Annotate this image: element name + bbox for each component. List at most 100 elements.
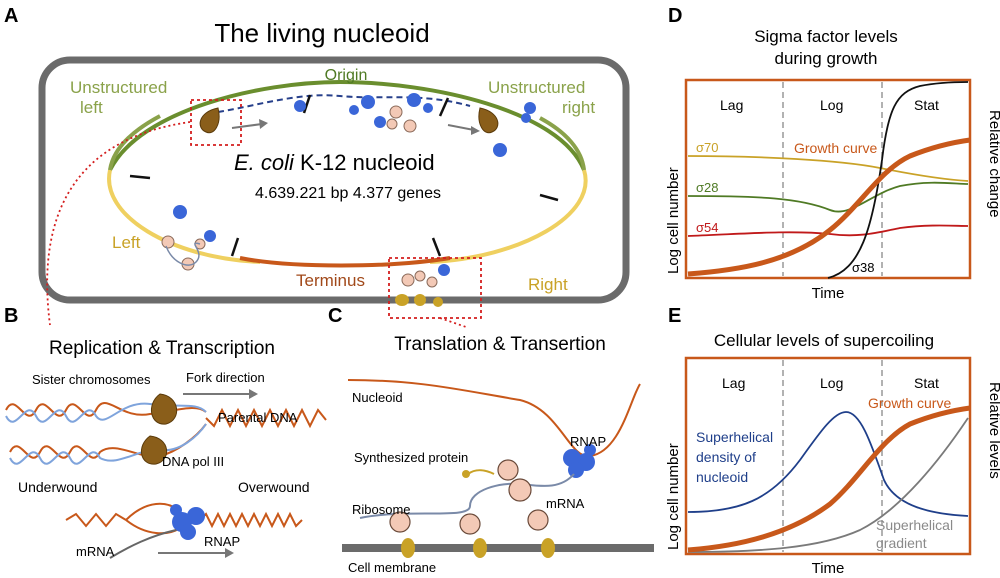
growth-curve-e bbox=[687, 405, 971, 553]
label-gradient-1: Superhelical bbox=[876, 517, 953, 533]
dna-pol-right bbox=[478, 107, 499, 134]
dna-pol-b-bottom bbox=[141, 435, 167, 465]
label-origin: Origin bbox=[325, 67, 368, 84]
dna-pol-left bbox=[199, 107, 220, 134]
label-s28: σ28 bbox=[696, 180, 718, 195]
label-membrane: Cell membrane bbox=[348, 560, 436, 575]
xlabel-d: Time bbox=[812, 285, 845, 302]
panel-e-title: Cellular levels of supercoiling bbox=[714, 331, 934, 350]
label-stat-e: Stat bbox=[914, 375, 939, 391]
label-log-d: Log bbox=[820, 97, 843, 113]
label-density-2: density of bbox=[696, 449, 756, 465]
density-curve bbox=[687, 411, 969, 517]
label-density-3: nucleoid bbox=[696, 469, 748, 485]
fork-arrow-left bbox=[231, 123, 263, 129]
ylabel-e: Log cell number bbox=[665, 443, 682, 550]
label-growth-e: Growth curve bbox=[868, 395, 951, 411]
panel-letter-d: D bbox=[668, 5, 682, 27]
label-right: Right bbox=[528, 275, 568, 294]
panel-d-title-2: during growth bbox=[774, 49, 877, 68]
panel-letter-a: A bbox=[4, 5, 18, 27]
label-gradient-2: gradient bbox=[876, 535, 927, 551]
label-unstructured-right-1: Unstructured bbox=[488, 78, 585, 97]
gradient-curve bbox=[687, 417, 969, 553]
nucleoid-name-italic: E. coli bbox=[234, 150, 295, 175]
xlabel-e: Time bbox=[812, 560, 845, 577]
sigma28-curve bbox=[687, 181, 969, 213]
label-terminus: Terminus bbox=[296, 271, 365, 290]
label-genome-stats: 4.639.221 bp 4.377 genes bbox=[255, 185, 441, 202]
label-nucleoid-name: E. coli K-12 nucleoid bbox=[234, 150, 435, 175]
label-left: Left bbox=[112, 233, 141, 252]
rnap-blobs-a bbox=[173, 93, 536, 276]
chromosome-left-olive bbox=[108, 114, 161, 171]
mrna-b bbox=[109, 529, 177, 559]
label-unstructured-right-2: right bbox=[562, 98, 595, 117]
y2label-d: Relative change bbox=[986, 110, 1000, 218]
zoom-box-bottom bbox=[388, 257, 482, 319]
label-lag-e: Lag bbox=[722, 375, 745, 391]
parental-dna-helix bbox=[205, 407, 327, 429]
new-strand-dashed bbox=[217, 94, 471, 113]
sister-helix-bottom-orange bbox=[9, 423, 207, 459]
panel-letter-c: C bbox=[328, 305, 342, 327]
label-lag-d: Lag bbox=[720, 97, 743, 113]
ribosomes-c bbox=[389, 459, 549, 535]
sigma38-curve bbox=[827, 81, 969, 279]
growth-curve-d bbox=[687, 137, 971, 277]
label-ribosome: Ribosome bbox=[352, 502, 411, 517]
mrna-c bbox=[359, 473, 575, 519]
label-stat-d: Stat bbox=[914, 97, 939, 113]
panel-a-title: The living nucleoid bbox=[214, 18, 429, 48]
transcription-helix-right bbox=[199, 511, 303, 529]
rnap-b bbox=[170, 504, 205, 540]
label-rnap-c: RNAP bbox=[570, 434, 606, 449]
label-log-e: Log bbox=[820, 375, 843, 391]
fork-arrow-right bbox=[447, 124, 475, 131]
label-dnapol: DNA pol III bbox=[162, 454, 224, 469]
chromosome-left-arc bbox=[107, 169, 261, 264]
label-rnap-b: RNAP bbox=[204, 534, 240, 549]
label-nucleoid-c: Nucleoid bbox=[352, 390, 403, 405]
zoom-line-b bbox=[46, 121, 191, 326]
label-mrna-b: mRNA bbox=[76, 544, 115, 559]
label-sister: Sister chromosomes bbox=[32, 372, 151, 387]
ylabel-d: Log cell number bbox=[665, 167, 682, 274]
label-density-1: Superhelical bbox=[696, 429, 773, 445]
sister-helix-top-blue bbox=[5, 402, 207, 423]
zoom-line-c bbox=[439, 317, 467, 328]
sigma70-curve bbox=[687, 155, 969, 182]
label-underwound: Underwound bbox=[18, 479, 97, 495]
chromosome-right-olive bbox=[539, 116, 586, 171]
y2label-e: Relative levels bbox=[986, 382, 1000, 479]
nucleoid-boundary bbox=[347, 379, 641, 458]
rnap-c bbox=[563, 444, 596, 478]
membrane-proteins-c bbox=[401, 538, 555, 558]
label-unstructured-left-1: Unstructured bbox=[70, 78, 167, 97]
zoom-box-left bbox=[190, 99, 242, 146]
label-s38: σ38 bbox=[852, 260, 874, 275]
chromosome-origin-arc bbox=[108, 79, 586, 171]
transcription-helix-left bbox=[65, 512, 127, 528]
label-fork: Fork direction bbox=[186, 370, 265, 385]
sister-helix-top-orange bbox=[5, 402, 207, 417]
label-synth: Synthesized protein bbox=[354, 450, 468, 465]
label-parental: Parental DNA bbox=[218, 410, 298, 425]
membrane-proteins-a bbox=[395, 294, 443, 307]
label-growth-d: Growth curve bbox=[794, 140, 877, 156]
panel-e-frame bbox=[684, 356, 972, 556]
label-overwound: Overwound bbox=[238, 479, 310, 495]
label-mrna-c: mRNA bbox=[546, 496, 585, 511]
panel-c-title: Translation & Transertion bbox=[394, 334, 606, 355]
sigma54-curve bbox=[687, 224, 969, 237]
chromosome-ticks bbox=[129, 94, 559, 257]
label-unstructured-left-2: left bbox=[80, 98, 103, 117]
chromosome-right-arc bbox=[429, 169, 588, 264]
nucleoid-name-rest: K-12 nucleoid bbox=[294, 150, 435, 175]
panel-letter-e: E bbox=[668, 305, 681, 327]
panel-d-title-1: Sigma factor levels bbox=[754, 27, 898, 46]
cell-membrane bbox=[342, 544, 654, 552]
dna-pol-b-top bbox=[151, 393, 177, 425]
synth-protein-chain bbox=[467, 469, 495, 475]
